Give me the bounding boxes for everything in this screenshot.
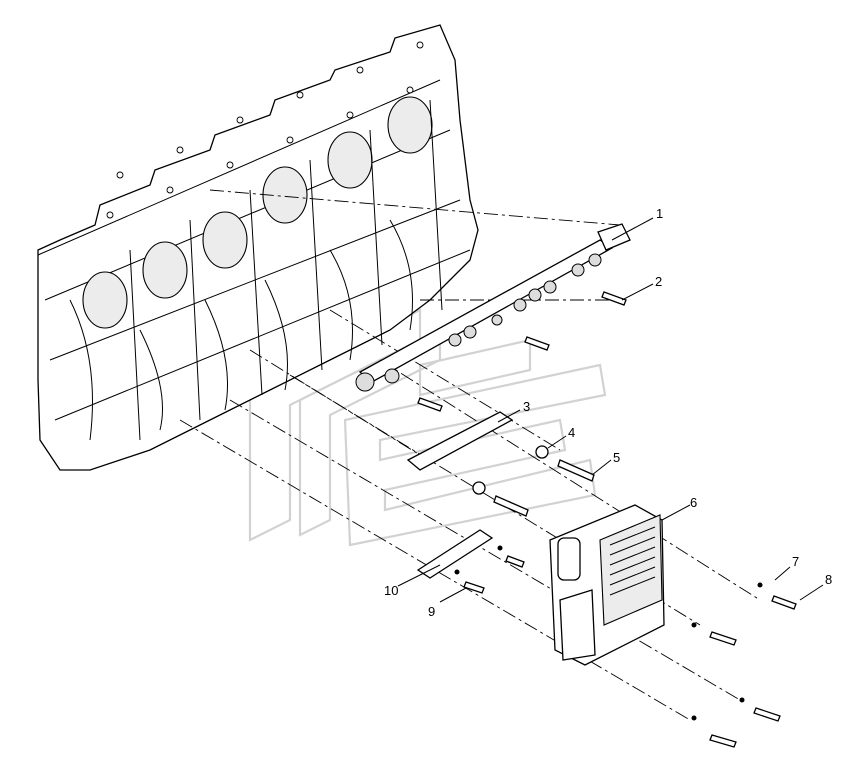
- fuel-rail: [355, 223, 631, 392]
- callout-9: 9: [428, 604, 435, 619]
- brackets: [406, 411, 514, 579]
- block-bolt-holes: [106, 41, 424, 219]
- engine-block: [37, 24, 479, 471]
- callout-8: 8: [825, 572, 832, 587]
- ecm-fins: [609, 526, 656, 596]
- block-ribs: [69, 99, 443, 441]
- callout-3: 3: [523, 399, 530, 414]
- callout-1: 1: [656, 206, 663, 221]
- module-fasteners: [454, 545, 797, 748]
- callout-5: 5: [613, 450, 620, 465]
- rail-ports: [355, 253, 602, 392]
- callout-leaders: [397, 217, 824, 603]
- cylinder-bores: [82, 96, 433, 329]
- rail-bolts: [417, 291, 627, 412]
- callout-10: 10: [384, 583, 398, 598]
- callout-2: 2: [655, 274, 662, 289]
- callout-labels: 1 2 3 4 5 6 7 8 9 10: [384, 206, 832, 619]
- engine-control-module: [549, 504, 665, 666]
- washers-and-bolts: [472, 445, 595, 517]
- callout-4: 4: [568, 425, 575, 440]
- callout-6: 6: [690, 495, 697, 510]
- callout-7: 7: [792, 554, 799, 569]
